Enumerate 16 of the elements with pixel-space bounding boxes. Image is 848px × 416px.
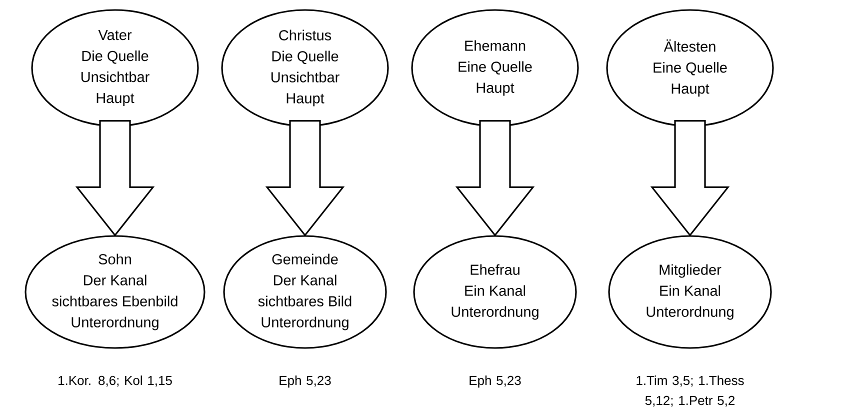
ellipse-node: Gemeinde Der Kanal sichtbares Bild Unterordnung: [223, 235, 387, 349]
ellipse-node: Ehemann Eine Quelle Haupt: [411, 9, 579, 127]
bible-reference: Eph 5,23: [280, 376, 331, 388]
bible-reference: Eph 5,23: [470, 376, 521, 388]
block-arrow: [650, 120, 730, 236]
ellipse-node: Christus Die Quelle Unsichtbar Haupt: [221, 9, 389, 127]
bible-reference: 1.Tim 3,5; 1.Thess 5,12; 1.Petr 5,2: [636, 376, 744, 407]
bible-reference: 1.Kor. 8,6; Kol 1,15: [58, 376, 172, 387]
ellipse-node: Mitglieder Ein Kanal Unterordnung: [608, 235, 772, 349]
ellipse-node: Ältesten Eine Quelle Haupt: [606, 9, 774, 127]
block-arrow: [455, 120, 535, 236]
block-arrow: [265, 120, 345, 236]
block-arrow: [75, 120, 155, 236]
ellipse-node: Sohn Der Kanal sichtbares Ebenbild Unterordnung: [24, 235, 206, 349]
ellipse-node: Ehefrau Ein Kanal Unterordnung: [413, 235, 577, 349]
ellipse-node: Vater Die Quelle Unsichtbar Haupt: [31, 9, 199, 127]
